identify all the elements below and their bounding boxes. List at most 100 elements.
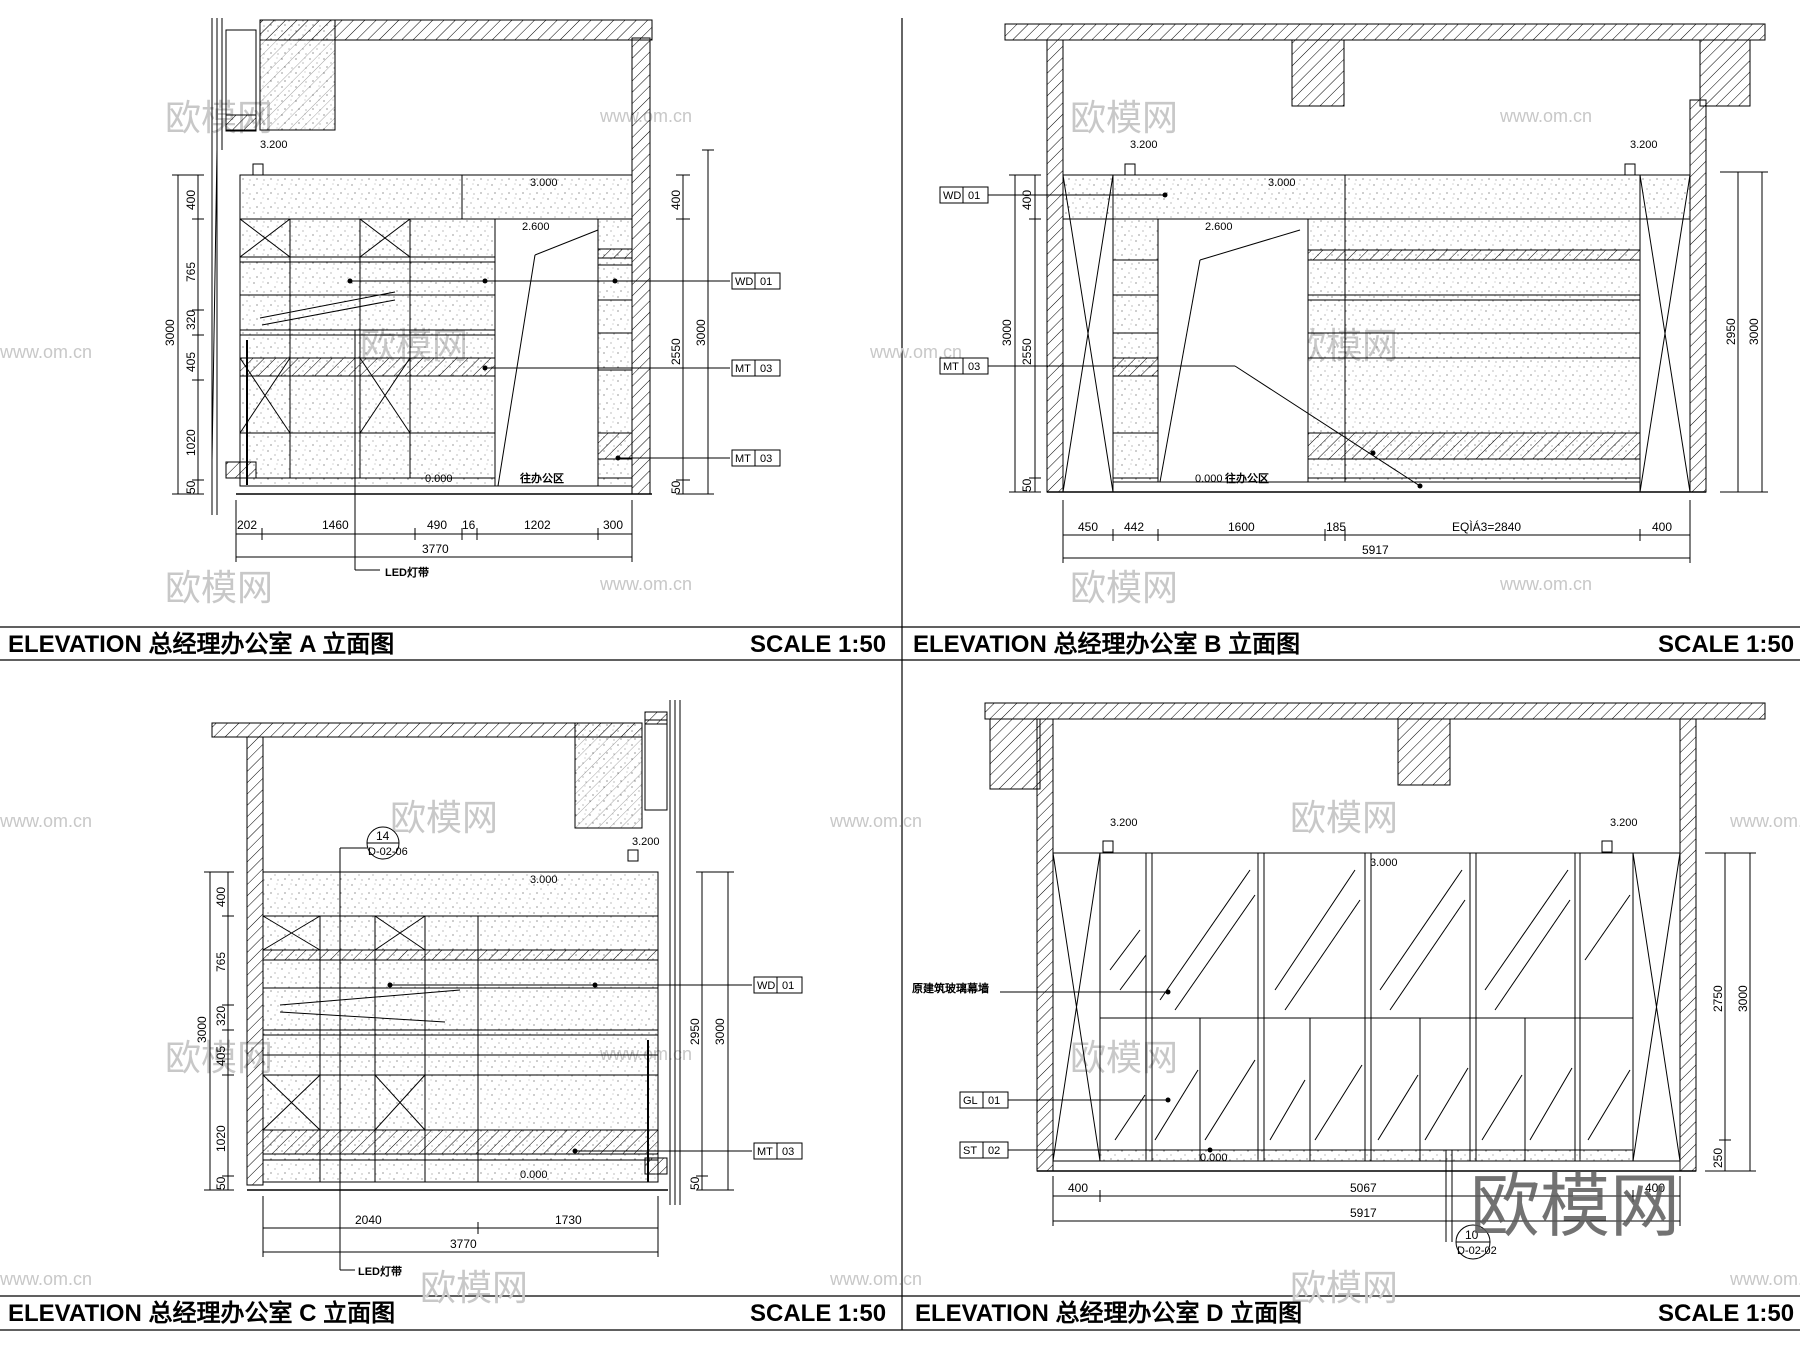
watermark-url: www.om.cn (829, 1269, 922, 1289)
dim-1730: 1730 (555, 1213, 582, 1227)
dim-185: 185 (1326, 520, 1346, 534)
vertical-dimensions-left (204, 871, 234, 1191)
tag-st-02: ST 02 (959, 1141, 1213, 1159)
route-note: 往办公区 (1225, 471, 1269, 485)
watermark-url: www.om.cn (0, 811, 92, 831)
elevation-b: 3.200 3.200 3.000 2.600 0.000 往办公区 WD 01… (913, 23, 1794, 658)
svg-text:03: 03 (760, 453, 772, 465)
watermark-url: www.om.cn (599, 574, 692, 594)
dim-765: 765 (214, 952, 228, 972)
tag-wd-01: WD 01 (347, 272, 781, 290)
svg-text:02: 02 (988, 1145, 1000, 1157)
route-note: 往办公区 (520, 471, 564, 485)
vertical-dimensions-right (1720, 171, 1768, 493)
tag-mt-03: MT 03 (572, 1142, 803, 1160)
dim-450: 450 (1078, 520, 1098, 534)
watermark-cn: 欧模网 (1290, 1267, 1398, 1308)
dim-442: 442 (1124, 520, 1144, 534)
tag-mt-03: MT 03 (939, 357, 1423, 489)
elevation-a: 3.200 3.000 2.600 0.000 往办公区 LED灯带 WD 01… (8, 18, 886, 658)
svg-text:WD: WD (757, 980, 775, 992)
level-0000: 0.000 (1200, 1152, 1228, 1164)
left-wall (1046, 39, 1064, 493)
horizontal-dimensions (262, 1196, 659, 1257)
dim-1020: 1020 (214, 1125, 228, 1152)
level-2600: 2.600 (1205, 221, 1233, 233)
dim-50: 50 (688, 1176, 702, 1190)
elevation-b-title: ELEVATION 总经理办公室 B 立面图 (913, 630, 1300, 658)
elevation-c: 14 D-02-06 LED灯带 3.200 3.000 0.000 WD 01… (8, 700, 886, 1327)
horizontal-dimensions (1052, 1176, 1681, 1226)
dim-400: 400 (214, 887, 228, 907)
dim-total: 3770 (422, 542, 449, 556)
dim-50: 50 (184, 480, 198, 494)
dim-405: 405 (214, 1046, 228, 1066)
dim-2550: 2550 (669, 338, 683, 365)
level-0000: 0.000 (520, 1169, 548, 1181)
dim-202: 202 (237, 518, 257, 532)
dim-400: 400 (1020, 190, 1034, 210)
watermark-cn: 欧模网 (1070, 97, 1178, 138)
svg-text:WD: WD (735, 276, 753, 288)
watermark-cn: 欧模网 (1070, 567, 1178, 608)
dim-1020: 1020 (184, 429, 198, 456)
door-opening (494, 218, 599, 487)
dim-total: 3000 (1736, 985, 1750, 1012)
dim-400: 400 (1068, 1181, 1088, 1195)
svg-text:D-02-02: D-02-02 (1457, 1245, 1497, 1257)
watermark-cn: 欧模网 (390, 797, 498, 838)
vertical-dimensions-right (1705, 852, 1756, 1172)
watermark-cn: 欧模网 (165, 567, 273, 608)
beam (1291, 39, 1345, 107)
dim-total: 5917 (1350, 1206, 1377, 1220)
elevation-a-scale: SCALE 1:50 (750, 631, 886, 658)
watermark-url: www.om.cn (829, 811, 922, 831)
watermark-url: www.om.cn (1499, 574, 1592, 594)
svg-text:10: 10 (1465, 1228, 1479, 1242)
svg-text:14: 14 (376, 829, 390, 843)
dim-320: 320 (214, 1006, 228, 1026)
dim-total: 3000 (163, 319, 177, 346)
dim-400: 400 (669, 190, 683, 210)
tag-wd-01: WD 01 (387, 976, 803, 994)
dim-total: 5917 (1362, 543, 1389, 557)
svg-text:MT: MT (735, 363, 751, 375)
sheet-frame (0, 18, 1800, 1331)
dim-2040: 2040 (355, 1213, 382, 1227)
dim-250: 250 (1711, 1148, 1725, 1168)
elevation-a-title: ELEVATION 总经理办公室 A 立面图 (8, 630, 394, 658)
svg-text:01: 01 (760, 276, 772, 288)
door-opening (1157, 218, 1309, 483)
dim-50: 50 (669, 480, 683, 494)
level-3200: 3.200 (1130, 139, 1158, 151)
left-wall (1036, 718, 1054, 1172)
elevation-c-scale: SCALE 1:50 (750, 1300, 886, 1327)
dim-300: 300 (603, 518, 623, 532)
watermark-url: www.om.cn (1499, 106, 1592, 126)
svg-text:03: 03 (782, 1146, 794, 1158)
ceiling-slab (1004, 23, 1766, 41)
level-0000: 0.000 (425, 473, 453, 485)
dim-2750: 2750 (1711, 985, 1725, 1012)
tag-gl-01: GL 01 (959, 1091, 1171, 1109)
watermark-url: www.om.cn (869, 342, 962, 362)
svg-text:ST: ST (963, 1145, 977, 1157)
beam (1397, 718, 1451, 786)
dim-320: 320 (184, 310, 198, 330)
level-3200: 3.200 (1610, 817, 1638, 829)
svg-text:03: 03 (760, 363, 772, 375)
watermark-url: www.om.cn (1729, 1269, 1800, 1289)
dim-400: 400 (1652, 520, 1672, 534)
svg-text:MT: MT (943, 361, 959, 373)
detail-callout-14: 14 D-02-06 (339, 826, 408, 1271)
dim-490: 490 (427, 518, 447, 532)
right-wall (631, 37, 651, 495)
vertical-dimensions-left (172, 174, 204, 495)
elevation-d: 3.200 3.200 3.000 0.000 原建筑玻璃幕墙 GL 01 ST… (912, 702, 1794, 1327)
watermark-url: www.om.cn (1729, 811, 1800, 831)
beam (1699, 39, 1751, 107)
left-wall (246, 736, 264, 1186)
level-2600: 2.600 (522, 221, 550, 233)
led-note: LED灯带 (385, 565, 429, 579)
